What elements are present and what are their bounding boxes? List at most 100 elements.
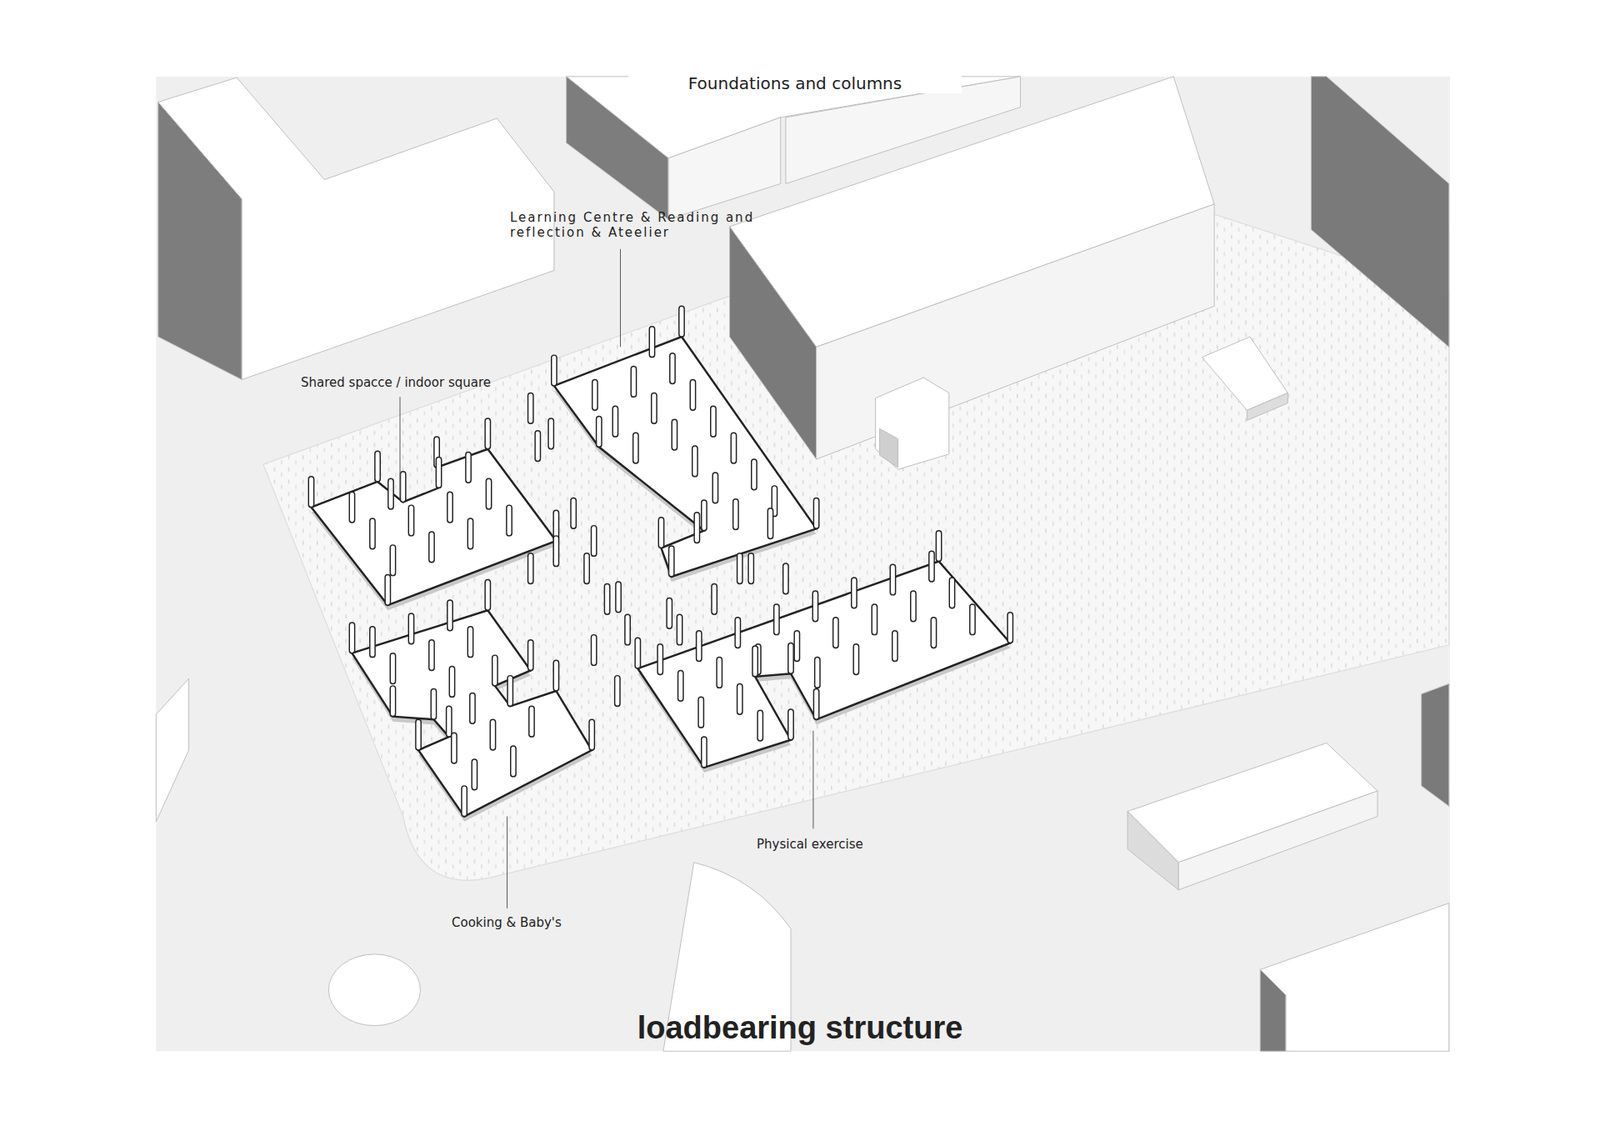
column [752,645,758,677]
column [712,472,718,504]
column [590,525,596,557]
ground [155,76,1450,1051]
column [553,660,559,691]
column [408,505,414,536]
column [690,380,695,411]
column [471,759,477,790]
column [465,451,471,483]
column [615,581,621,613]
column [670,353,675,385]
column [548,418,554,450]
column [676,614,682,645]
column [757,710,763,741]
column [635,637,640,669]
column [449,666,455,698]
column [604,583,610,615]
column [701,500,707,531]
column [733,499,739,530]
column [851,577,857,609]
column [751,459,757,490]
column [711,583,717,615]
column [649,326,655,358]
column [461,785,467,817]
column [370,626,375,658]
column [529,705,535,737]
column [833,617,839,649]
column [528,553,534,585]
column [370,518,375,550]
space-label: Learning Centre & Reading and reflection… [510,210,777,240]
column [679,305,685,337]
column [813,498,819,530]
column [612,405,618,437]
column [710,405,716,437]
column [447,600,453,631]
column [737,683,743,715]
column [890,564,895,595]
column [429,531,435,563]
column [788,709,794,740]
column [935,530,941,562]
column [589,719,595,750]
column [669,545,675,577]
drawing-caption: loadbearing structure [466,1010,1134,1046]
column [871,604,877,635]
column [892,630,898,662]
column [551,355,557,386]
column [349,622,355,654]
column [1007,612,1013,644]
column [451,732,457,764]
column [435,457,441,489]
column [815,657,820,689]
column [783,563,789,595]
column [813,689,819,720]
column [528,640,534,671]
column [485,418,490,450]
column [390,685,395,717]
column [716,657,722,689]
column [625,614,630,645]
column [467,518,473,550]
column [492,655,498,686]
column [794,630,800,662]
column [970,604,975,635]
column [592,380,598,411]
column [446,705,452,737]
column [671,419,677,450]
column [415,719,421,750]
space-label: Cooking & Baby's [451,915,562,930]
column [696,630,702,662]
column [748,553,754,585]
column [929,550,935,582]
column [535,430,540,462]
column [666,598,672,630]
column [633,432,639,464]
column [701,736,707,768]
drawing-title: Foundations and columns [628,73,962,94]
column [630,366,636,398]
column [470,692,475,724]
column [385,574,390,605]
space-label: Physical exercise [756,836,864,852]
space-label: Shared spacce / indoor square [300,375,491,390]
column [767,508,773,540]
column [553,535,559,567]
column [388,478,394,510]
column [429,640,435,671]
column [853,644,859,675]
column [467,626,473,658]
column [596,416,602,448]
column [910,590,916,622]
column [447,491,453,523]
floor-slab [554,336,817,577]
column [485,478,491,510]
column [692,445,698,477]
floor-slab [351,610,592,816]
column [651,392,657,424]
floor-slab [637,560,1010,767]
column [570,498,576,530]
column [678,670,684,701]
column [657,644,663,675]
column [507,675,513,707]
